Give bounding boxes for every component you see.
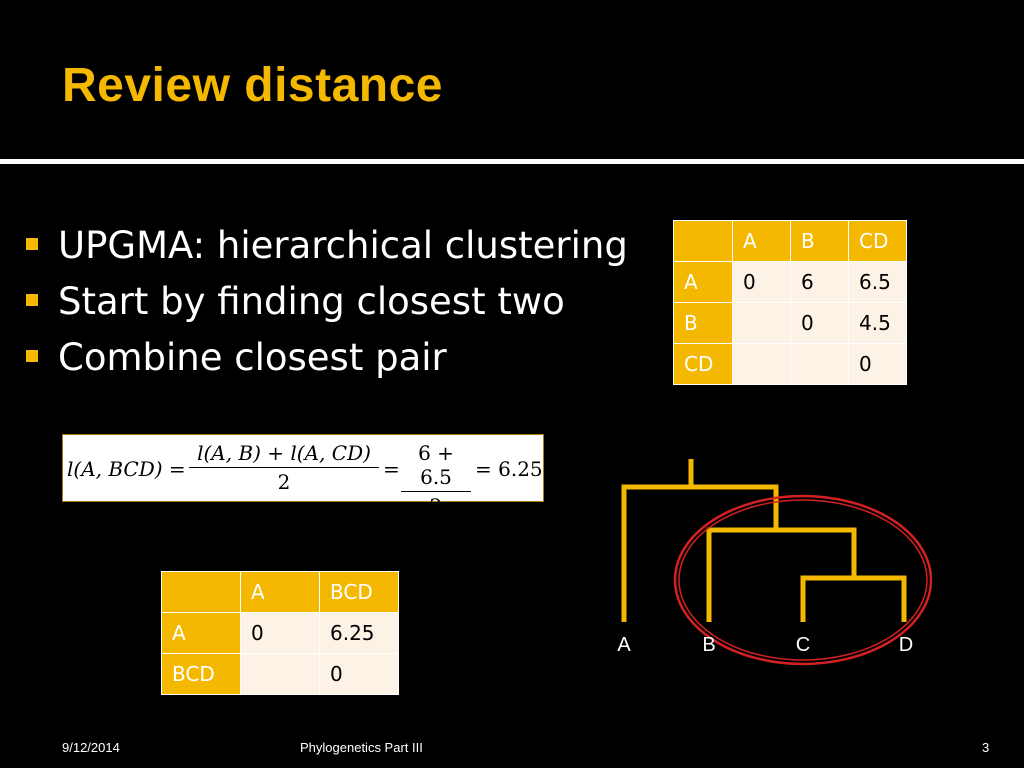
formula-lhs: l(A, BCD) =: [67, 457, 186, 481]
square-bullet-icon: [26, 350, 38, 362]
tree-branch-a-bcd: [621, 484, 779, 622]
table-row-header: A: [673, 261, 733, 303]
bullet-list: UPGMA: hierarchical clustering Start by …: [22, 218, 628, 386]
highlight-circle: [673, 494, 933, 666]
table-cell: 6.25: [319, 612, 399, 654]
slide-title: Review distance: [62, 59, 443, 112]
footer-page-number: 3: [982, 740, 990, 755]
leaf-label-b: B: [702, 634, 715, 656]
leaf-label-c: C: [796, 634, 810, 656]
fraction-numerator: l(A, B) + l(A, CD): [189, 441, 379, 468]
table-cell: 0: [790, 302, 849, 344]
table-header-cell: B: [790, 220, 849, 262]
leaf-label-d: D: [899, 634, 913, 656]
bullet-item: UPGMA: hierarchical clustering: [22, 218, 628, 274]
bullet-text: Combine closest pair: [58, 336, 447, 379]
table-row-header: B: [673, 302, 733, 344]
formula-result: = 6.25: [475, 457, 543, 481]
fraction-denominator: 2: [277, 470, 291, 494]
distance-matrix-abcd: A B CD A 0 6 6.5 B 0 4.5 CD 0: [673, 220, 907, 385]
bullet-text: Start by finding closest two: [58, 280, 565, 323]
table-row-header: CD: [673, 343, 733, 385]
table-header-cell: [161, 571, 241, 613]
square-bullet-icon: [26, 294, 38, 306]
table-cell: 6.5: [848, 261, 907, 303]
table-header-cell: CD: [848, 220, 907, 262]
formula-fraction-numeric: 6 + 6.5 2: [401, 441, 471, 518]
table-cell: 0: [732, 261, 791, 303]
bullet-text: UPGMA: hierarchical clustering: [58, 224, 628, 267]
highlight-circle-inner: [678, 499, 928, 661]
formula-fraction-symbolic: l(A, B) + l(A, CD) 2: [189, 441, 379, 494]
upgma-formula: l(A, BCD) = l(A, B) + l(A, CD) 2 = 6 + 6…: [62, 434, 544, 518]
table-row-header: A: [161, 612, 241, 654]
bullet-item: Start by finding closest two: [22, 274, 628, 330]
fraction-numerator: 6 + 6.5: [401, 441, 471, 492]
table-cell: 0: [319, 653, 399, 695]
tree-branch-c-d: [800, 575, 907, 622]
leaf-label-a: A: [617, 634, 631, 656]
square-bullet-icon: [26, 238, 38, 250]
footer-title: Phylogenetics Part III: [300, 740, 423, 755]
fraction-denominator: 2: [429, 494, 443, 518]
table-header-cell: [673, 220, 733, 262]
footer-date: 9/12/2014: [62, 740, 120, 755]
title-divider: [0, 159, 1024, 164]
table-cell: 0: [848, 343, 907, 385]
table-header-cell: A: [732, 220, 791, 262]
table-cell: [732, 343, 791, 385]
formula-equals: =: [383, 457, 400, 481]
bullet-item: Combine closest pair: [22, 330, 628, 386]
table-row-header: BCD: [161, 653, 241, 695]
tree-branch-b-cd: [706, 527, 857, 622]
distance-matrix-abcd-merged: A BCD A 0 6.25 BCD 0: [161, 571, 399, 695]
